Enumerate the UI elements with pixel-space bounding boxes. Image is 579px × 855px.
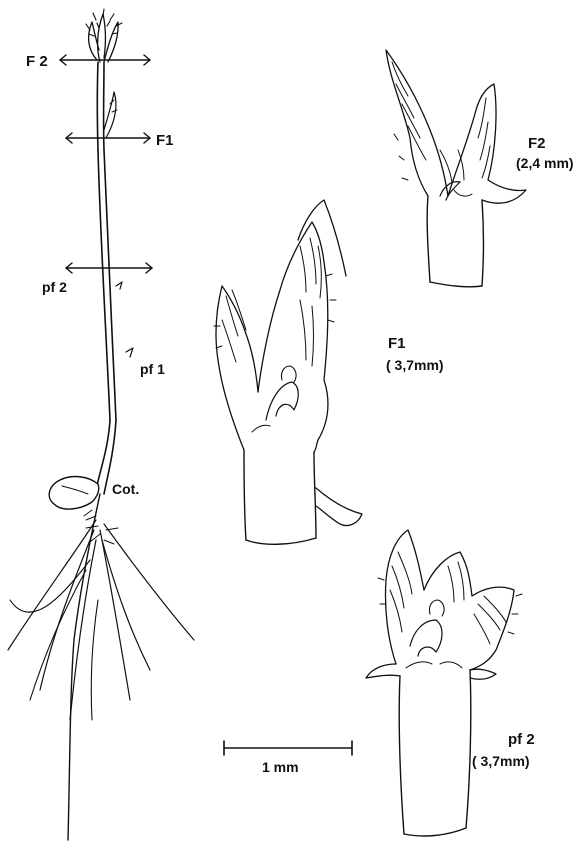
label-pf2-detail-size: ( 3,7mm) (472, 753, 530, 769)
cotyledon (49, 477, 99, 510)
label-f2-detail-size: (2,4 mm) (516, 155, 574, 171)
label-f1-detail-size: ( 3,7mm) (386, 357, 444, 373)
seedling-drawing: F 2 F1 pf 2 pf 1 Cot. (8, 9, 194, 840)
label-pf2-section: pf 2 (42, 279, 67, 295)
scale-bar-label: 1 mm (262, 759, 299, 775)
scale-bar (224, 741, 352, 755)
detail-f2-drawing (386, 50, 526, 287)
label-f1-detail-name: F1 (388, 335, 406, 352)
root-system (8, 494, 194, 840)
label-pf2-detail-name: pf 2 (508, 731, 535, 748)
apical-bud (86, 9, 122, 62)
label-f1-section: F1 (156, 132, 174, 149)
label-cotyledon: Cot. (112, 481, 139, 497)
detail-pf2-drawing (366, 530, 522, 836)
detail-f1-drawing (214, 200, 362, 544)
label-f2-detail-name: F2 (528, 135, 546, 152)
label-f2-section: F 2 (26, 53, 48, 70)
section-arrows (60, 55, 152, 273)
label-pf1: pf 1 (140, 361, 165, 377)
